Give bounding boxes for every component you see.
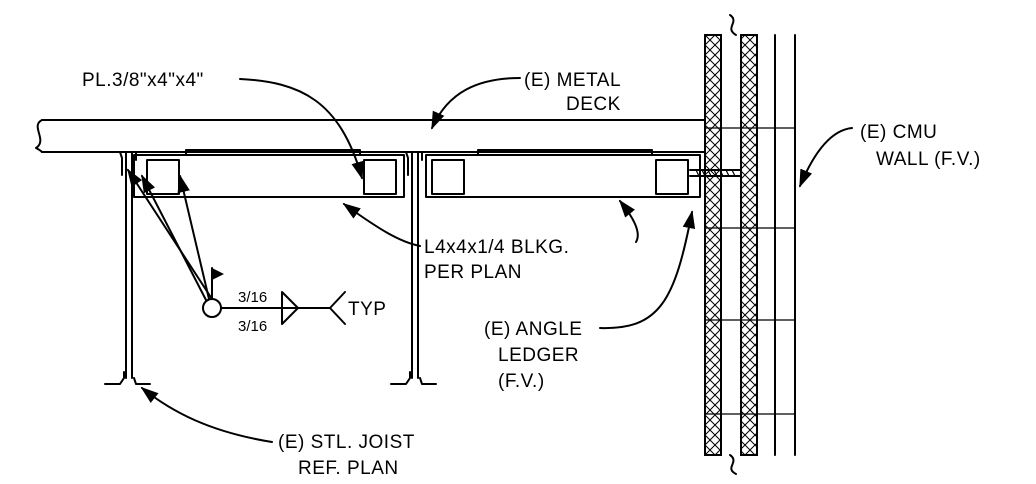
steel-joist-right xyxy=(390,151,437,385)
leaders xyxy=(140,77,853,443)
metal-deck-label-line2: DECK xyxy=(566,94,621,115)
cmu-wall xyxy=(704,14,796,475)
weld-size-top: 3/16 xyxy=(238,289,267,306)
plate-label: PL.3/8"x4"x4" xyxy=(82,70,204,91)
blocking-label-line2: PER PLAN xyxy=(424,262,522,283)
metal-deck xyxy=(35,119,705,153)
joist-label-line2: REF. PLAN xyxy=(298,458,399,479)
anchor-bolt xyxy=(689,169,741,177)
steel-joist-left xyxy=(104,151,151,385)
ledger-label-line1: (E) ANGLE xyxy=(484,319,582,340)
weld-symbol: 3/16 3/16 TYP xyxy=(127,168,386,335)
joist-label-line1: (E) STL. JOIST xyxy=(278,432,415,453)
ledger-label-line3: (F.V.) xyxy=(498,371,545,392)
cmu-wall-label-line2: WALL (F.V.) xyxy=(876,149,981,170)
metal-deck-label-line1: (E) METAL xyxy=(524,70,621,91)
blocking-angle-left xyxy=(133,149,405,198)
blocking-angle-right xyxy=(425,149,701,198)
ledger-label-line2: LEDGER xyxy=(498,345,579,366)
cmu-wall-label-line1: (E) CMU xyxy=(860,122,937,143)
blocking-label-line1: L4x4x1/4 BLKG. xyxy=(424,237,569,258)
weld-note-typ: TYP xyxy=(348,299,386,320)
weld-size-bottom: 3/16 xyxy=(238,318,267,335)
